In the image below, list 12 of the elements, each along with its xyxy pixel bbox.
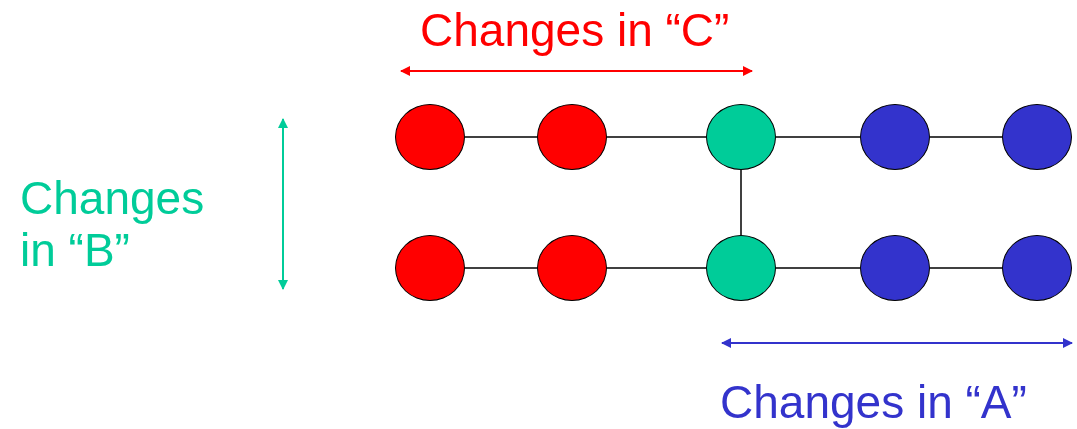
annotation-label: Changes in “C” (420, 4, 730, 56)
connector-line (464, 267, 538, 269)
connector-line (775, 267, 861, 269)
annotation-label: Changes in “A” (720, 376, 1027, 428)
connector-line (464, 136, 538, 138)
connector-line (929, 136, 1003, 138)
connector-line (740, 169, 742, 236)
connector-line (775, 136, 861, 138)
connector-line (606, 267, 707, 269)
annotation-label: Changes in “B” (20, 172, 206, 276)
connector-line (606, 136, 707, 138)
connector-line (929, 267, 1003, 269)
